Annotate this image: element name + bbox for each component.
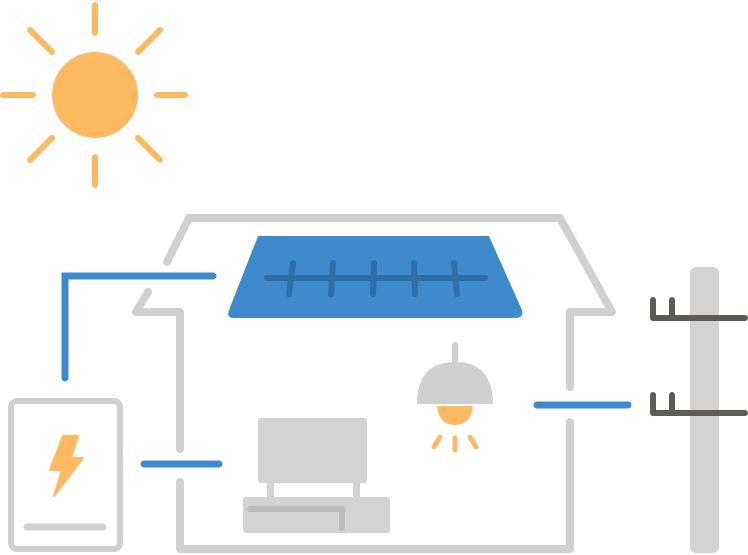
light-rays	[431, 434, 479, 453]
computer-desk	[243, 497, 390, 533]
utility-pole-icon	[650, 267, 748, 553]
lamp-shade	[417, 362, 493, 404]
pole-bracket-upper	[650, 297, 748, 321]
roof-left-eave	[132, 288, 184, 453]
monitor-stand-right	[353, 483, 360, 498]
wiring	[61, 272, 632, 468]
roof-outline	[163, 214, 616, 391]
pole-brackets	[650, 297, 748, 416]
house-left-wall-lower	[176, 418, 574, 553]
battery-body	[8, 398, 123, 552]
lightning-bolt-icon	[49, 435, 84, 497]
light-bulb	[437, 406, 473, 425]
computer-icon	[243, 418, 390, 533]
sun-rays	[0, 2, 188, 188]
sun-icon	[0, 2, 188, 188]
ceiling-lamp-icon	[417, 342, 493, 453]
solar-panel-grid	[264, 260, 488, 297]
monitor-stand-left	[267, 483, 274, 498]
solar-panel-icon	[228, 236, 523, 318]
pole-bracket-lower	[650, 392, 748, 416]
house-outline	[132, 214, 616, 553]
computer-monitor	[258, 418, 367, 483]
panel-to-battery-wire	[61, 272, 217, 382]
battery-icon	[8, 398, 123, 552]
sun-disc	[52, 52, 138, 138]
